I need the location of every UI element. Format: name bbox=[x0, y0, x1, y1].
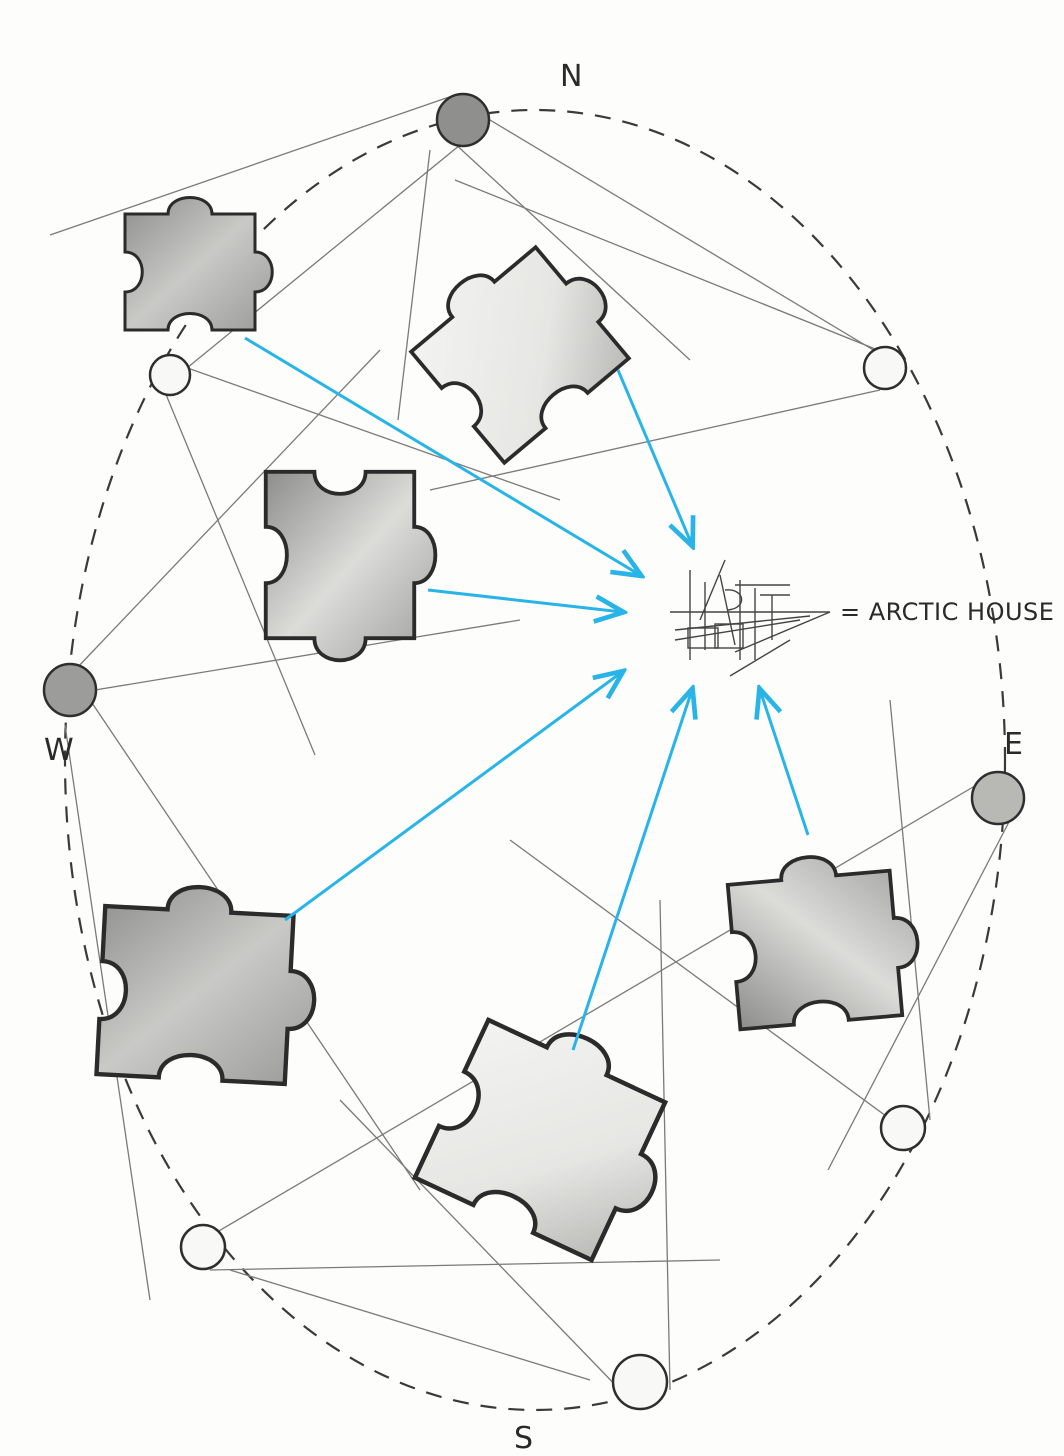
puzzle-piece-6 bbox=[724, 846, 926, 1032]
arrow-1 bbox=[244, 336, 640, 575]
nodes bbox=[42, 92, 1026, 1411]
construction-lines bbox=[49, 94, 1011, 1396]
compass-ring bbox=[63, 108, 1007, 1412]
label-south: S bbox=[514, 1421, 533, 1456]
node-north bbox=[435, 92, 491, 148]
arctic-house-label: = ARCTIC HOUSE bbox=[840, 598, 1054, 626]
node-south bbox=[611, 1353, 669, 1411]
arrow-5 bbox=[571, 690, 692, 1051]
arrow-2 bbox=[616, 369, 692, 545]
node-east bbox=[970, 770, 1026, 826]
label-west: W bbox=[44, 733, 74, 768]
puzzle-piece-4 bbox=[96, 882, 319, 1085]
node-southwest bbox=[179, 1223, 227, 1271]
puzzle-piece-2 bbox=[396, 215, 648, 465]
node-northeast bbox=[862, 345, 908, 391]
puzzle-piece-3 bbox=[263, 469, 438, 663]
node-west bbox=[42, 662, 98, 718]
puzzle-piece-1 bbox=[123, 196, 274, 332]
puzzle-pieces bbox=[96, 196, 926, 1271]
label-east: E bbox=[1004, 727, 1023, 762]
node-southeast bbox=[879, 1104, 927, 1152]
arrows bbox=[244, 336, 810, 1051]
arrow-3 bbox=[427, 588, 622, 612]
arrow-4 bbox=[284, 672, 622, 922]
arctic-house-sketch bbox=[670, 559, 831, 677]
label-north: N bbox=[560, 59, 582, 94]
node-northwest bbox=[148, 353, 192, 397]
puzzle-piece-5 bbox=[415, 998, 699, 1271]
arrow-6 bbox=[760, 690, 810, 836]
